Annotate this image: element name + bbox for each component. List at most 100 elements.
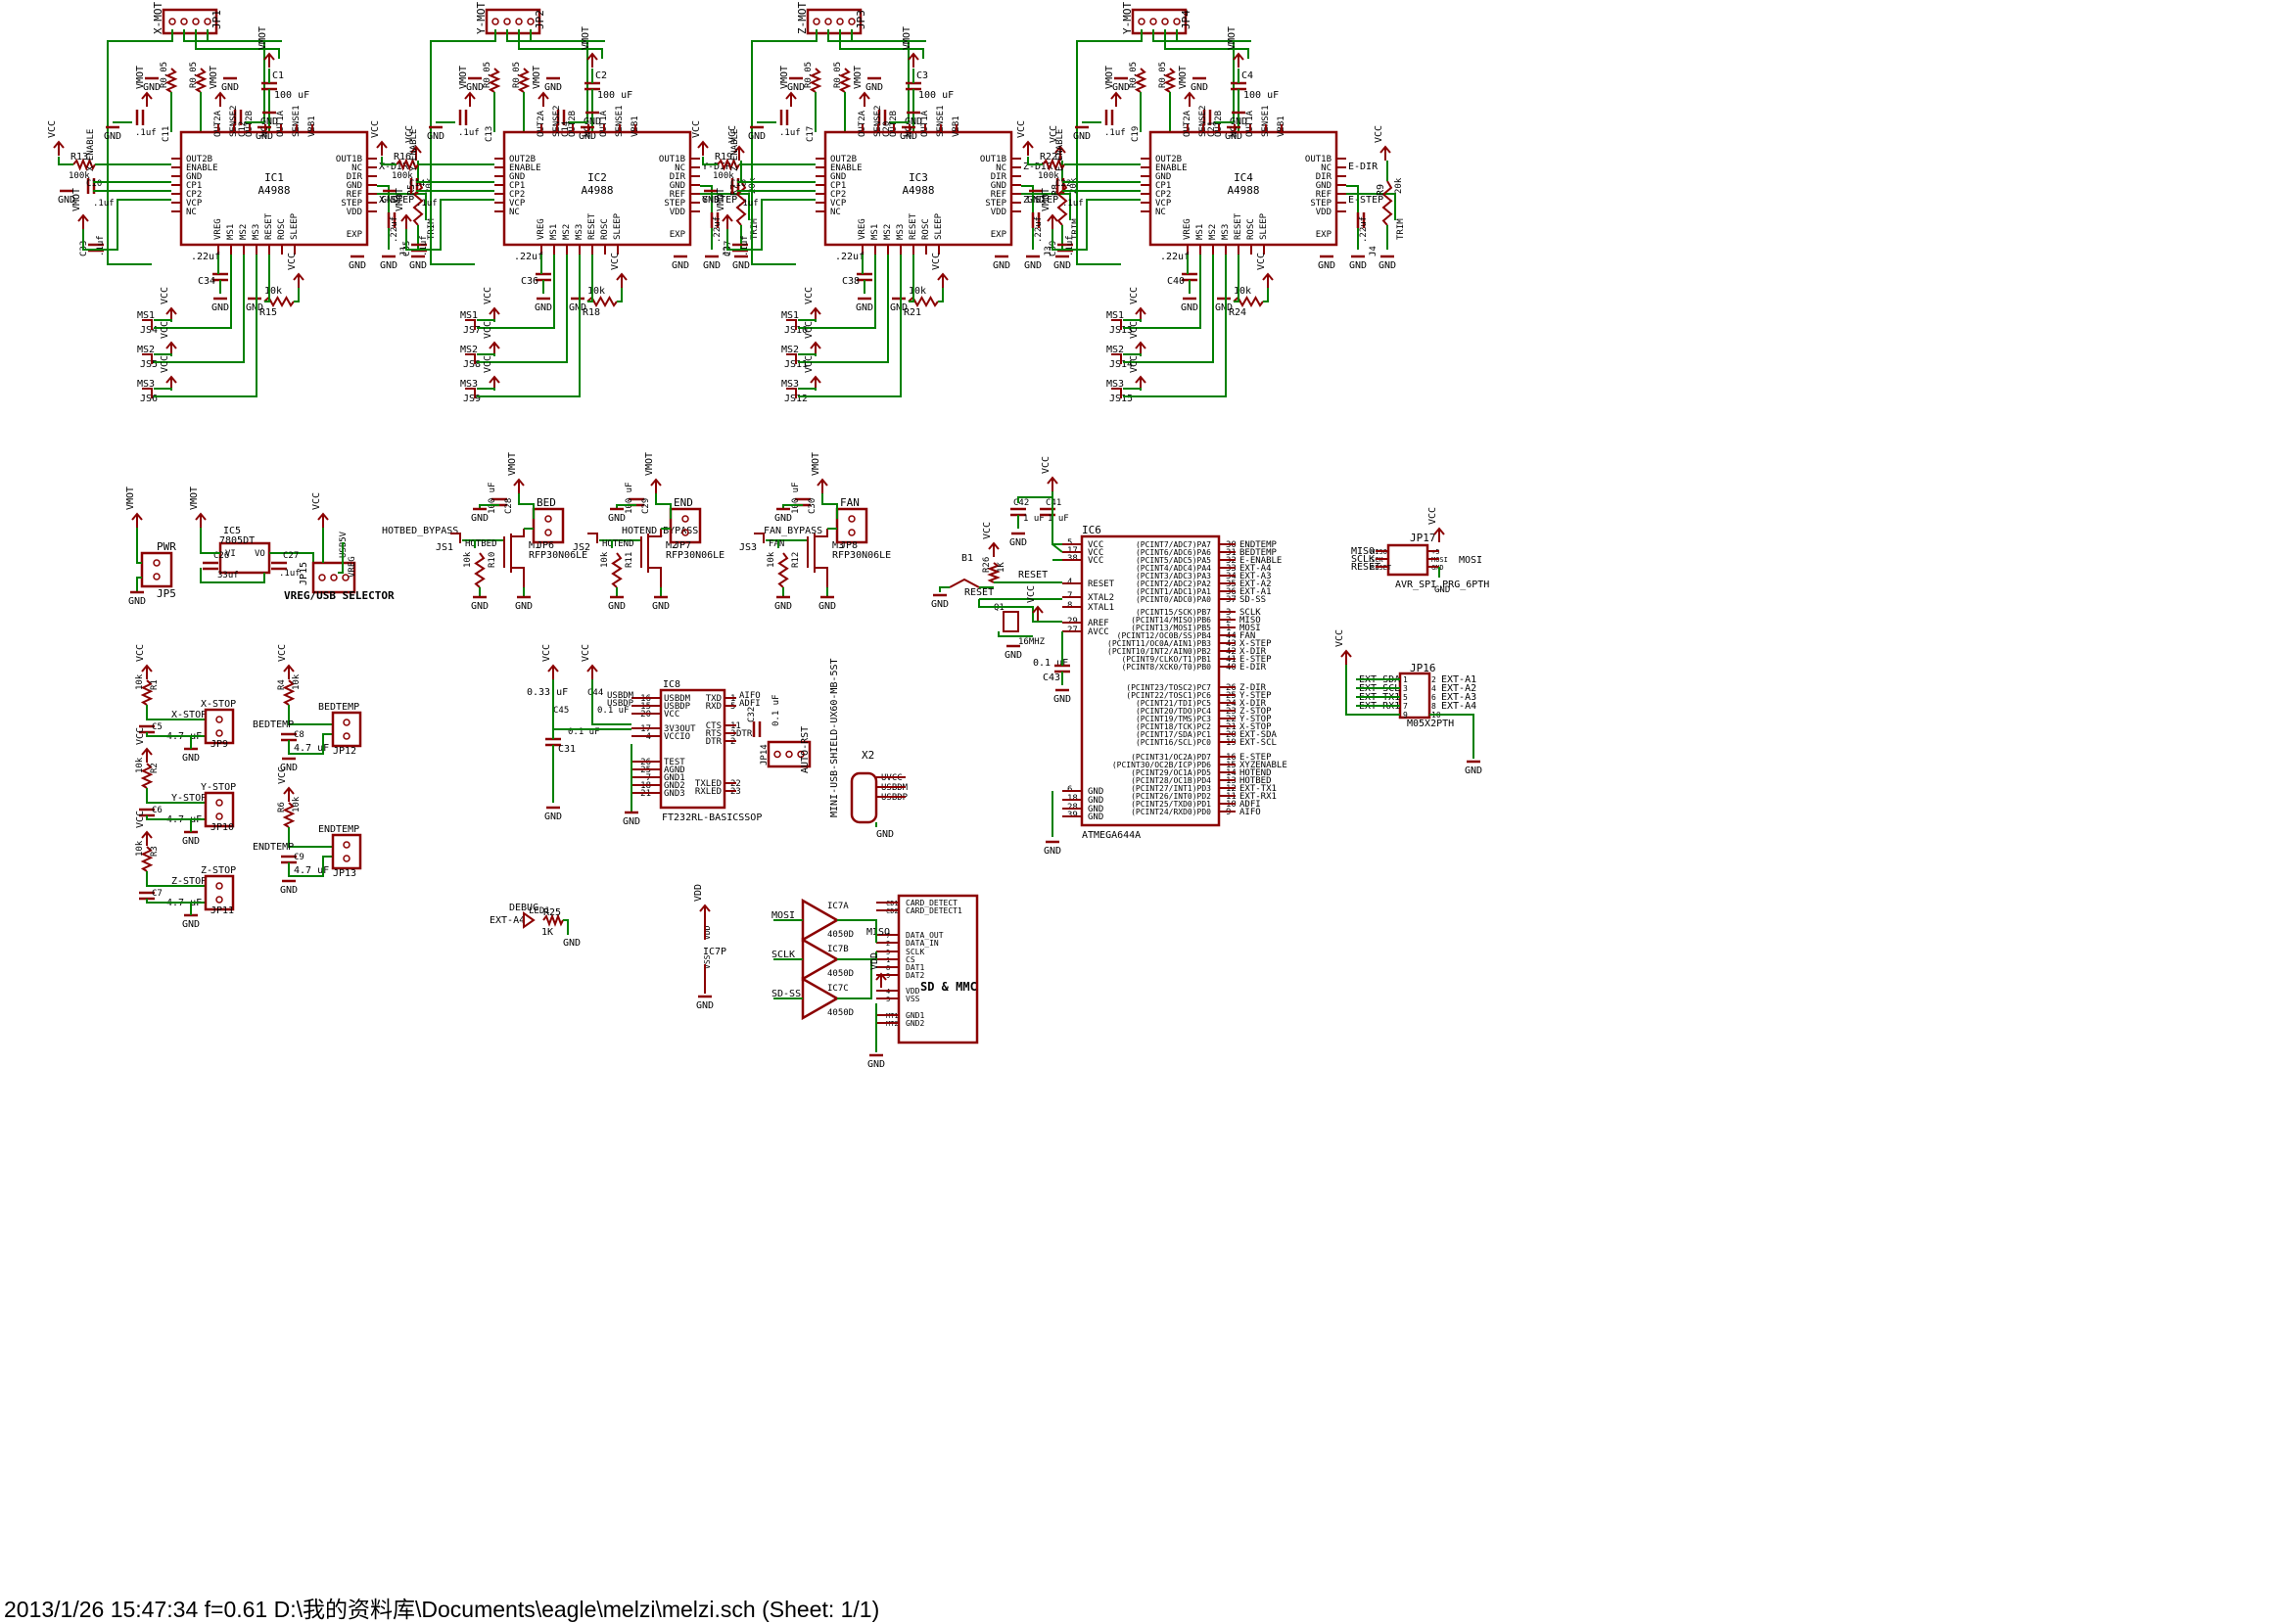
capacitor-value: 0.33 uF (527, 687, 568, 698)
supply-arrow (489, 306, 500, 315)
ft232-pin-left: VCC (664, 710, 679, 719)
ground-label: GND (1465, 766, 1482, 776)
connector-body (331, 833, 362, 870)
connector-body (532, 507, 565, 544)
ic-pin-top: OUT1A (920, 110, 930, 137)
supply-label: VMOT (395, 188, 405, 211)
supply-label: VMOT (644, 452, 655, 476)
supply-label: VMOT (811, 452, 821, 476)
pin-label: VREG (348, 556, 357, 578)
capacitor-name: C36 (521, 276, 538, 287)
resistor (474, 552, 486, 588)
connector-body (485, 8, 541, 35)
connector-pin (1161, 18, 1169, 25)
capacitor-name: C13 (485, 126, 494, 142)
bypass-net-label: HOTBED_BYPASS (382, 526, 458, 536)
capacitor-value: .1uf (93, 199, 115, 209)
dir-net-label: Z-DIR (1023, 162, 1053, 172)
supply-arrow (586, 664, 598, 673)
connector-pin (1173, 18, 1181, 25)
wire (1164, 29, 1249, 59)
supply-arrow (908, 52, 919, 61)
ic-pin-bottom: RESET (909, 212, 918, 240)
capacitor-value: .22uf (1160, 252, 1190, 262)
capacitor-value: .1uf (737, 199, 759, 209)
ic-pin-left: CP2 (830, 190, 846, 200)
supply-label: VDD (693, 884, 704, 902)
solder-jumper (465, 319, 476, 330)
ic-part-number: A4988 (257, 184, 290, 197)
ic-pin-left: ENABLE (509, 163, 541, 173)
step-net-label: E-STEP (1348, 195, 1383, 206)
capacitor-name: C3 (916, 70, 928, 81)
crystal (1003, 611, 1019, 632)
ic-pin-bottom: SLEEP (290, 212, 300, 240)
ic-part-number: 7805DT (219, 535, 255, 546)
dir-net-label: Y-DIR (702, 162, 732, 172)
capacitor-name: C32 (747, 707, 757, 722)
ic-pin-left: ENABLE (186, 163, 218, 173)
wire (978, 599, 1062, 623)
atmega-pin-left: XTAL2 (1088, 593, 1114, 603)
capacitor-name: C43 (1043, 673, 1060, 683)
ic-pin-bottom: MS2 (1208, 224, 1218, 240)
wire (154, 255, 257, 397)
supply-label: VMOT (189, 487, 200, 510)
supply-arrow (513, 478, 525, 487)
supply-label: VCC (135, 811, 146, 828)
atmega-net-label: EXT-A4 (1239, 564, 1272, 574)
ic-pin-bottom: ROSC (277, 218, 287, 240)
resistor-name: R13 (70, 152, 88, 162)
supply-arrow (586, 52, 598, 61)
ft232-pin-right: CTS (706, 721, 722, 731)
ic-pin-left: VCP (830, 199, 847, 209)
supply-label: VCC (541, 644, 552, 662)
stop-net-label: X-STOP (201, 699, 236, 710)
capacitor-value: .1uf (416, 199, 438, 209)
ic-pin-bottom: VREG (1183, 218, 1192, 240)
atmega-pin-right: (PCINT13/MOSI)PB5 (1131, 624, 1211, 632)
supply-label: VMOT (581, 26, 591, 50)
capacitor-name: C31 (558, 744, 576, 755)
connector-body (331, 711, 362, 748)
connector-pin (343, 719, 351, 726)
ground-label: GND (280, 763, 298, 773)
wire (700, 193, 750, 220)
connector-pin (544, 529, 552, 536)
wire (617, 288, 623, 302)
atmega-pin-right: (PCINT31/OC2A)PD7 (1131, 753, 1211, 762)
atmega-pin-left: RESET (1088, 580, 1115, 589)
ground-label: GND (1073, 131, 1091, 142)
supply-label: VCC (727, 125, 738, 143)
ground-label: GND (579, 131, 596, 142)
supply-label: VMOT (1041, 188, 1052, 211)
sd-pin-label: DAT1 (906, 963, 924, 972)
wire (1076, 29, 1143, 265)
ground-label: GND (1379, 260, 1396, 271)
capacitor-name: C19 (1131, 126, 1141, 142)
resistor (987, 562, 1001, 583)
capacitor-name: C40 (1167, 276, 1185, 287)
jumper-name: JS12 (784, 394, 808, 404)
supply-label: VCC (1256, 253, 1267, 270)
supply-arrow (293, 272, 304, 281)
selector-title: VREG/USB SELECTOR (284, 589, 395, 602)
supply-arrow (616, 272, 628, 281)
spi-net-label: MOSI (1459, 555, 1482, 566)
ic-designator: IC4 (1234, 171, 1253, 184)
wire (648, 529, 662, 537)
atmega-net-label: EXT-SCL (1239, 738, 1277, 748)
ic-pin-bottom: VREG (537, 218, 546, 240)
ic-pin-bottom: MS1 (226, 224, 236, 240)
capacitor-name: C9 (294, 853, 304, 862)
solder-jumper (465, 388, 476, 398)
ic-pin-left: CP1 (509, 181, 525, 191)
supply-label: VMOT (125, 487, 136, 510)
atmega-net-label: EXT-A3 (1239, 572, 1272, 581)
ground-label: GND (349, 260, 366, 271)
footer-caption: 2013/1/26 15:47:34 f=0.61 D:\我的资料库\Docum… (4, 1597, 880, 1622)
resistor-name: R24 (1229, 307, 1246, 318)
